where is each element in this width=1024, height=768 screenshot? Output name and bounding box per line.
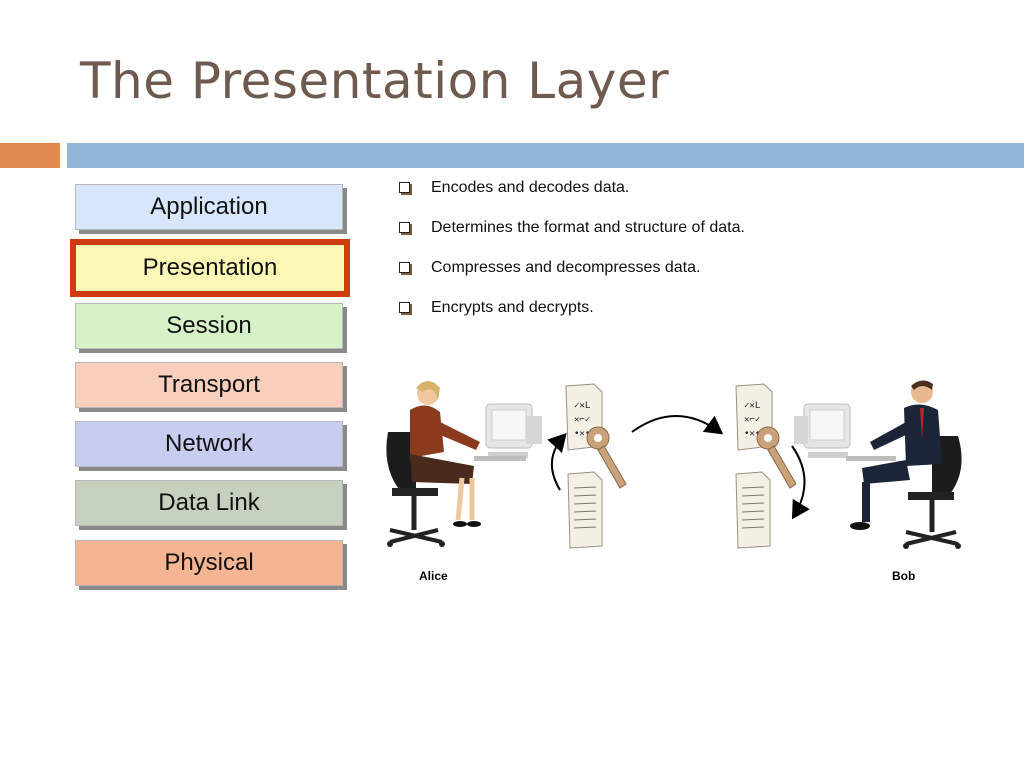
slide-title: The Presentation Layer [80, 52, 670, 110]
arrow-icon [547, 433, 567, 491]
encryption-illustration: ✓✕L ✕⌐✓ •✕• ✓✕L ✕⌐✓ •✕• [386, 380, 962, 549]
svg-text:•✕•: •✕• [574, 429, 590, 439]
bullet-item: Encrypts and decrypts. [396, 298, 745, 338]
document-icon [735, 471, 771, 549]
checkbox-bullet-icon [399, 222, 410, 233]
person-label-alice: Alice [419, 569, 448, 583]
bullet-list: Encodes and decodes data. Determines the… [396, 178, 745, 338]
key-icon [756, 426, 797, 489]
svg-text:•✕•: •✕• [744, 429, 760, 439]
svg-text:✓✕L: ✓✕L [744, 401, 760, 411]
man-at-computer-icon [794, 380, 962, 549]
checkbox-bullet-icon [399, 262, 410, 273]
bullet-item: Compresses and decompresses data. [396, 258, 745, 298]
checkbox-bullet-icon [399, 182, 410, 193]
bullet-item: Encodes and decodes data. [396, 178, 745, 218]
layer-application: Application [75, 184, 343, 230]
layer-presentation: Presentation [70, 239, 350, 297]
key-icon [586, 426, 627, 489]
layer-transport: Transport [75, 362, 343, 408]
layer-session: Session [75, 303, 343, 349]
document-icon [567, 471, 603, 549]
arrow-icon [791, 445, 810, 520]
layer-data-link: Data Link [75, 480, 343, 526]
svg-text:✓✕L: ✓✕L [574, 401, 590, 411]
accent-bar-blue [67, 143, 1024, 168]
bullet-item: Determines the format and structure of d… [396, 218, 745, 258]
arrow-icon [631, 415, 724, 435]
svg-text:✕⌐✓: ✕⌐✓ [574, 415, 590, 425]
accent-bar-orange [0, 143, 60, 168]
woman-at-computer-icon [386, 381, 542, 547]
layer-physical: Physical [75, 540, 343, 586]
person-label-bob: Bob [892, 569, 916, 583]
layer-network: Network [75, 421, 343, 467]
checkbox-bullet-icon [399, 302, 410, 313]
svg-text:✕⌐✓: ✕⌐✓ [744, 415, 760, 425]
